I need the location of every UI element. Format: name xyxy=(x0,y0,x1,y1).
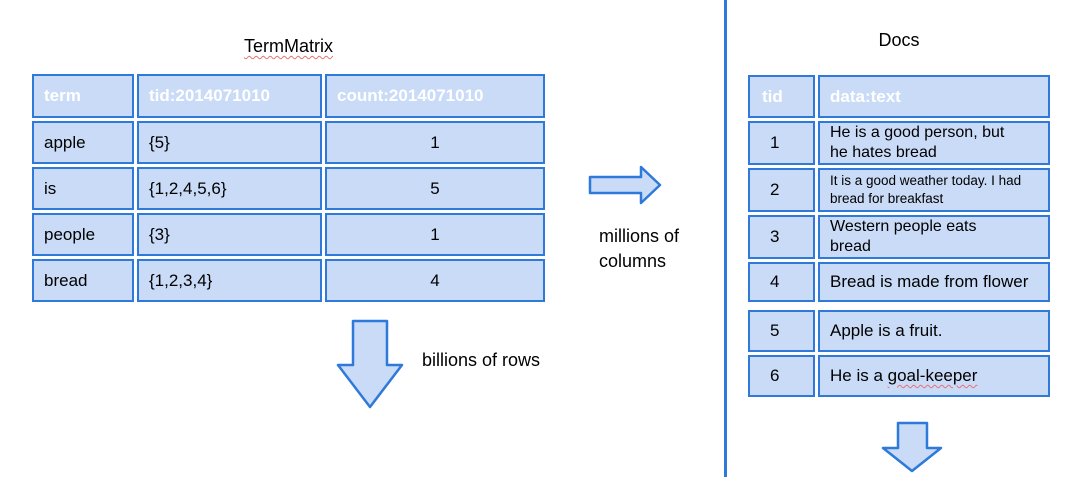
tid-cell: 5 xyxy=(748,310,815,352)
doc-text-cell: Western people eats bread xyxy=(818,215,1050,259)
table-row: people {3} 1 xyxy=(32,213,545,256)
doc-text-cell: He is a good person, but he hates bread xyxy=(818,121,1050,165)
docs-header-tid: tid xyxy=(748,75,815,118)
docs-header-datatext: data:text xyxy=(818,75,1050,118)
doc-text: It is a good weather today. I had bread … xyxy=(830,173,1022,206)
termmatrix-header-term: term xyxy=(32,74,134,118)
termmatrix-title-text: TermMatrix xyxy=(244,36,333,56)
term-cell: apple xyxy=(32,121,134,164)
count-cell: 1 xyxy=(325,213,545,256)
table-row: apple {5} 1 xyxy=(32,121,545,164)
docs-table: tid data:text 1 He is a good person, but… xyxy=(745,72,1053,305)
table-row: 4 Bread is made from flower xyxy=(748,262,1050,302)
table-row: is {1,2,4,5,6} 5 xyxy=(32,167,545,210)
doc-text: He is a xyxy=(830,366,888,385)
term-cell: is xyxy=(32,167,134,210)
termmatrix-table: term tid:2014071010 count:2014071010 app… xyxy=(29,71,548,305)
doc-text-misspelled: goal-keeper xyxy=(887,366,978,385)
tid-cell: 3 xyxy=(748,215,815,259)
count-cell: 4 xyxy=(325,259,545,302)
docs-title: Docs xyxy=(878,30,920,50)
right-block-arrow-icon xyxy=(588,165,662,205)
table-row: 5 Apple is a fruit. xyxy=(748,310,1050,352)
doc-text-cell: Apple is a fruit. xyxy=(818,310,1050,352)
table-row: 3 Western people eats bread xyxy=(748,215,1050,259)
doc-text-cell: He is a goal-keeper xyxy=(818,355,1050,397)
down-block-arrow-icon xyxy=(881,421,943,473)
docs-table-continued: 5 Apple is a fruit. 6 He is a goal-keepe… xyxy=(745,307,1053,400)
tid-cell: {1,2,4,5,6} xyxy=(137,167,322,210)
section-divider xyxy=(724,0,727,477)
termmatrix-header-tid: tid:2014071010 xyxy=(137,74,322,118)
term-cell: people xyxy=(32,213,134,256)
billions-of-rows-label: billions of rows xyxy=(422,350,541,370)
termmatrix-title: TermMatrix xyxy=(29,36,548,57)
doc-text-cell: It is a good weather today. I had bread … xyxy=(818,168,1050,212)
tid-cell: {1,2,3,4} xyxy=(137,259,322,302)
doc-text-cell: Bread is made from flower xyxy=(818,262,1050,302)
tid-cell: 6 xyxy=(748,355,815,397)
table-row: 2 It is a good weather today. I had brea… xyxy=(748,168,1050,212)
docs-header-row: tid data:text xyxy=(748,75,1050,118)
count-cell: 5 xyxy=(325,167,545,210)
down-block-arrow-icon xyxy=(336,319,404,409)
table-row: bread {1,2,3,4} 4 xyxy=(32,259,545,302)
termmatrix-header-count: count:2014071010 xyxy=(325,74,545,118)
count-cell: 1 xyxy=(325,121,545,164)
tid-cell: {3} xyxy=(137,213,322,256)
millions-of-columns-label: millions of columns xyxy=(599,226,680,271)
doc-text: He is a good person, but he hates bread xyxy=(830,124,1005,161)
term-cell: bread xyxy=(32,259,134,302)
table-row: 6 He is a goal-keeper xyxy=(748,355,1050,397)
table-row: 1 He is a good person, but he hates brea… xyxy=(748,121,1050,165)
tid-cell: 1 xyxy=(748,121,815,165)
tid-cell: 4 xyxy=(748,262,815,302)
tid-cell: {5} xyxy=(137,121,322,164)
tid-cell: 2 xyxy=(748,168,815,212)
termmatrix-header-row: term tid:2014071010 count:2014071010 xyxy=(32,74,545,118)
doc-text: Western people eats bread xyxy=(830,218,977,255)
